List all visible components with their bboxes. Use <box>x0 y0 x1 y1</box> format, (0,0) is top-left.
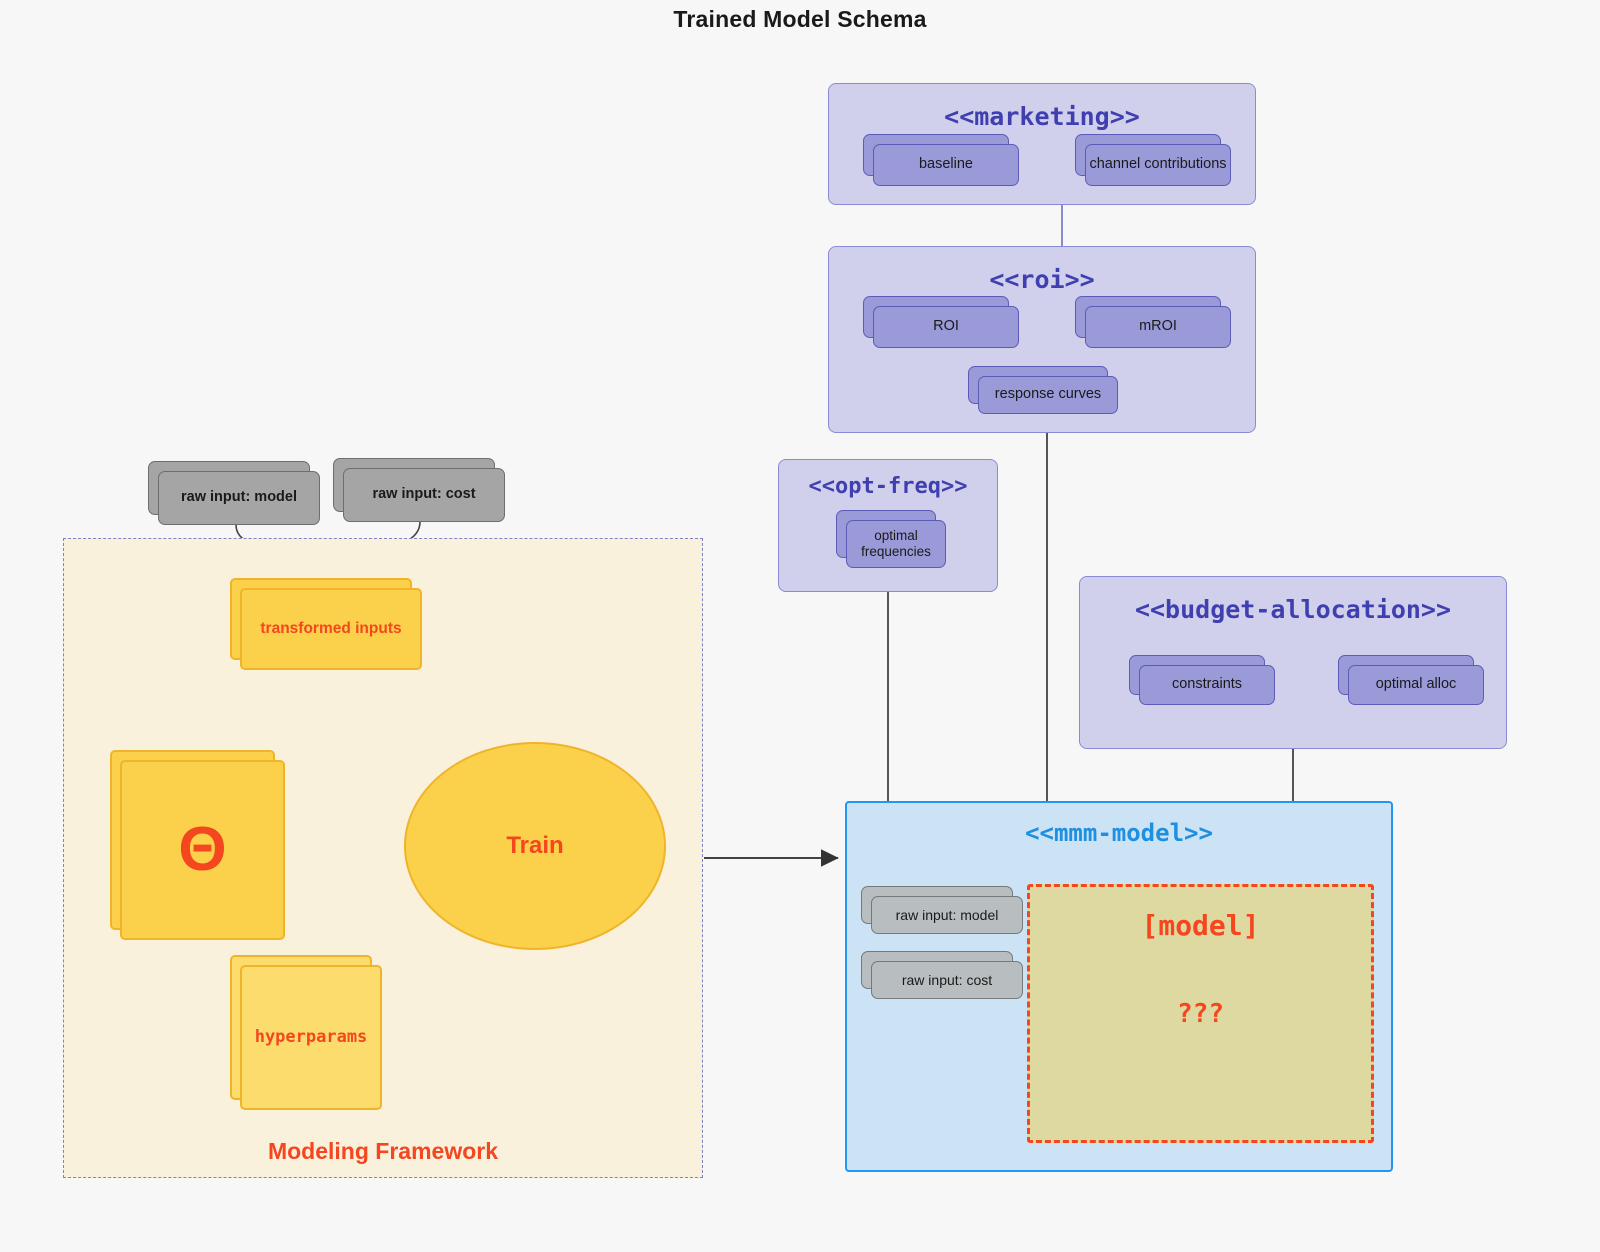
package-roi[interactable]: <<roi>> ROI mROI response curves <box>828 246 1256 433</box>
node-label: transformed inputs <box>240 588 422 670</box>
node-label: optimal alloc <box>1348 665 1484 705</box>
node-baseline[interactable]: baseline <box>863 134 1019 186</box>
node-label: baseline <box>873 144 1019 186</box>
package-roi-stereotype: <<roi>> <box>989 265 1095 294</box>
node-label: response curves <box>978 376 1118 414</box>
node-label: ROI <box>873 306 1019 348</box>
node-optimal-alloc[interactable]: optimal alloc <box>1338 655 1484 705</box>
node-framework-raw-input-cost[interactable]: raw input: cost <box>333 458 505 522</box>
node-framework-raw-input-model[interactable]: raw input: model <box>148 461 320 525</box>
node-label: hyperparams <box>240 965 382 1110</box>
package-budget-allocation[interactable]: <<budget-allocation>> constraints optima… <box>1079 576 1507 749</box>
node-raw-input-cost[interactable]: raw input: cost <box>861 951 1023 999</box>
node-theta[interactable]: Θ <box>110 750 285 940</box>
theta-symbol: Θ <box>178 815 227 884</box>
node-label: raw input: cost <box>343 468 505 522</box>
package-opt-freq-stereotype: <<opt-freq>> <box>808 474 968 499</box>
package-mmm-model[interactable]: <<mmm-model>> raw input: model raw input… <box>845 801 1393 1172</box>
model-placeholder-box[interactable]: [model] ??? <box>1027 884 1374 1143</box>
node-label: raw input: model <box>158 471 320 525</box>
node-constraints[interactable]: constraints <box>1129 655 1275 705</box>
node-raw-input-model[interactable]: raw input: model <box>861 886 1023 934</box>
node-label: constraints <box>1139 665 1275 705</box>
modeling-framework-label: Modeling Framework <box>267 1138 499 1164</box>
node-label: raw input: model <box>871 896 1023 934</box>
node-roi[interactable]: ROI <box>863 296 1019 348</box>
page-title: Trained Model Schema <box>673 6 927 32</box>
process-train[interactable]: Train <box>404 742 666 950</box>
package-budget-allocation-stereotype: <<budget-allocation>> <box>1134 595 1452 624</box>
node-hyperparams[interactable]: hyperparams <box>230 955 382 1110</box>
package-mmm-model-stereotype: <<mmm-model>> <box>1025 819 1213 847</box>
package-opt-freq[interactable]: <<opt-freq>> optimal frequencies <box>778 459 998 592</box>
node-label-line1: optimal <box>874 528 918 544</box>
model-placeholder-secondary: ??? <box>1177 999 1224 1029</box>
node-label: raw input: cost <box>871 961 1023 999</box>
package-marketing[interactable]: <<marketing>> baseline channel contribut… <box>828 83 1256 205</box>
node-label: channel contributions <box>1085 144 1231 186</box>
process-train-label: Train <box>506 832 564 859</box>
node-channel-contributions[interactable]: channel contributions <box>1075 134 1231 186</box>
node-mroi[interactable]: mROI <box>1075 296 1231 348</box>
node-response-curves[interactable]: response curves <box>968 366 1118 414</box>
node-label: optimal frequencies <box>846 520 946 568</box>
node-optimal-frequencies[interactable]: optimal frequencies <box>836 510 946 568</box>
node-transformed-inputs[interactable]: transformed inputs <box>230 578 422 670</box>
node-label: mROI <box>1085 306 1231 348</box>
model-placeholder-primary: [model] <box>1141 909 1260 942</box>
node-label: Θ <box>120 760 285 940</box>
node-label-line2: frequencies <box>861 544 931 559</box>
package-marketing-stereotype: <<marketing>> <box>944 102 1140 131</box>
